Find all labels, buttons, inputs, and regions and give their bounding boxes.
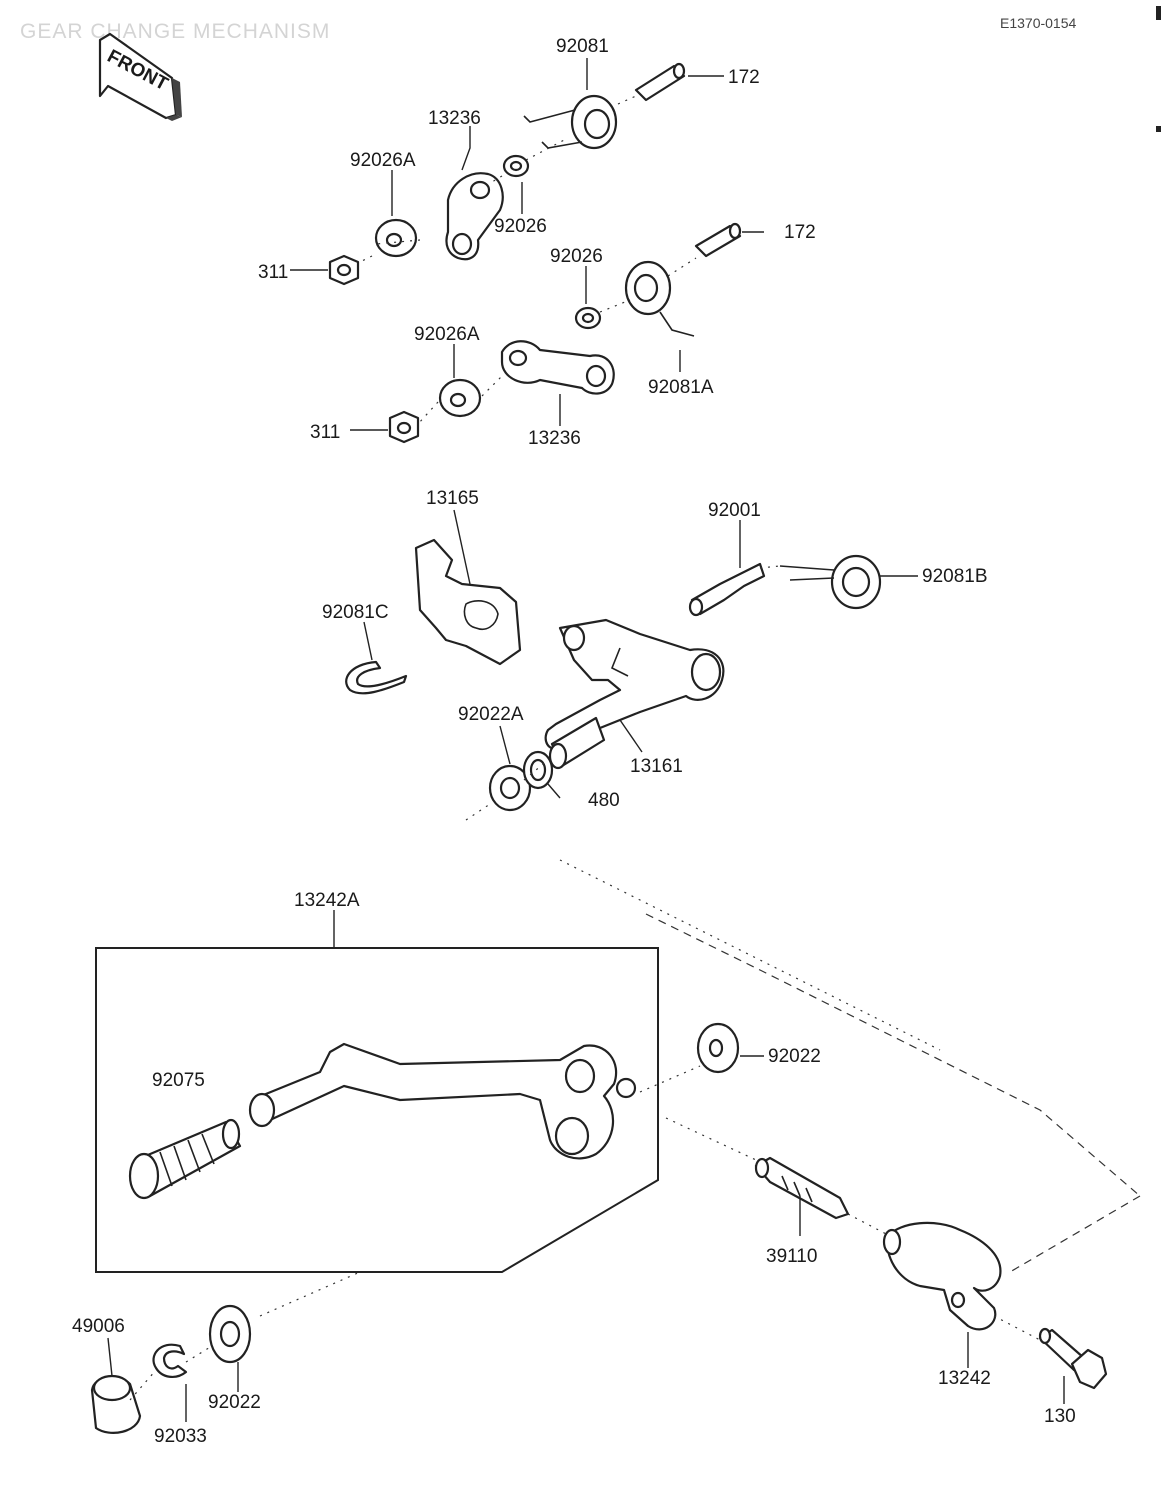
part-label: 92022: [208, 1392, 261, 1413]
washer-icon: [574, 306, 602, 330]
shift-lever-icon: [500, 340, 615, 395]
circlip-icon: [522, 750, 554, 790]
spring-clip-icon: [345, 660, 408, 695]
washer-icon: [502, 154, 530, 178]
washer-icon: [696, 1022, 740, 1074]
part-label: 92026A: [350, 150, 416, 171]
diagram-title: GEAR CHANGE MECHANISM: [20, 20, 330, 43]
circlip-icon: [152, 1343, 188, 1378]
front-direction-arrow-icon: FRONT: [98, 32, 182, 121]
assembly-outline: [95, 947, 659, 1273]
part-label: 13236: [428, 108, 481, 129]
part-label: 92022A: [458, 704, 524, 725]
part-label: 92081B: [922, 566, 988, 587]
part-label: 92081: [556, 36, 609, 57]
part-label: 172: [728, 67, 760, 88]
collar-icon: [374, 218, 418, 258]
shift-pedal-icon: [248, 1042, 637, 1160]
washer-icon: [208, 1304, 252, 1364]
part-label: 13236: [528, 428, 581, 449]
part-label: 92033: [154, 1426, 207, 1447]
part-label: 311: [310, 422, 340, 443]
part-label: 92075: [152, 1070, 205, 1091]
part-label: 13165: [426, 488, 479, 509]
part-label: 311: [258, 262, 288, 283]
return-spring-icon: [779, 554, 882, 610]
part-label: 92081C: [322, 602, 389, 623]
oil-seal-icon: [488, 764, 532, 812]
shift-arm-icon: [882, 1221, 1002, 1331]
collar-icon: [438, 378, 482, 418]
part-label: 13242A: [294, 890, 360, 911]
part-label: 13242: [938, 1368, 991, 1389]
part-label: 130: [1044, 1406, 1076, 1427]
part-label: 480: [588, 790, 620, 811]
return-spring-icon: [624, 260, 695, 337]
pedal-rubber-icon: [128, 1118, 242, 1200]
part-label: 92026A: [414, 324, 480, 345]
edge-mark: [1156, 6, 1161, 20]
shift-plate-icon: [414, 538, 522, 666]
pin-icon: [694, 222, 742, 258]
shift-shaft-icon: [544, 618, 725, 770]
part-label: 49006: [72, 1316, 125, 1337]
part-label: 13161: [630, 756, 683, 777]
tie-rod-icon: [754, 1156, 850, 1220]
nut-icon: [328, 254, 360, 286]
shift-lever-icon: [445, 172, 504, 261]
part-label: 92001: [708, 500, 761, 521]
cap-icon: [90, 1374, 142, 1434]
part-label: 92081A: [648, 377, 714, 398]
edge-mark: [1156, 126, 1161, 132]
bolt-icon: [1038, 1327, 1108, 1390]
leader-lines: [107, 58, 1065, 1422]
part-label: 172: [784, 222, 816, 243]
part-label: 92026: [494, 216, 547, 237]
assembly-lines: [129, 95, 1141, 1401]
part-label: 92026: [550, 246, 603, 267]
document-code: E1370-0154: [1000, 15, 1077, 31]
part-label: 92022: [768, 1046, 821, 1067]
return-spring-icon: [523, 94, 618, 150]
stopper-pin-icon: [688, 562, 766, 617]
nut-icon: [388, 410, 420, 444]
part-label: 39110: [766, 1246, 817, 1267]
part-labels: 92081 172 13236 92026A 92026 311 172 920…: [72, 36, 1076, 1447]
pin-icon: [634, 62, 686, 102]
